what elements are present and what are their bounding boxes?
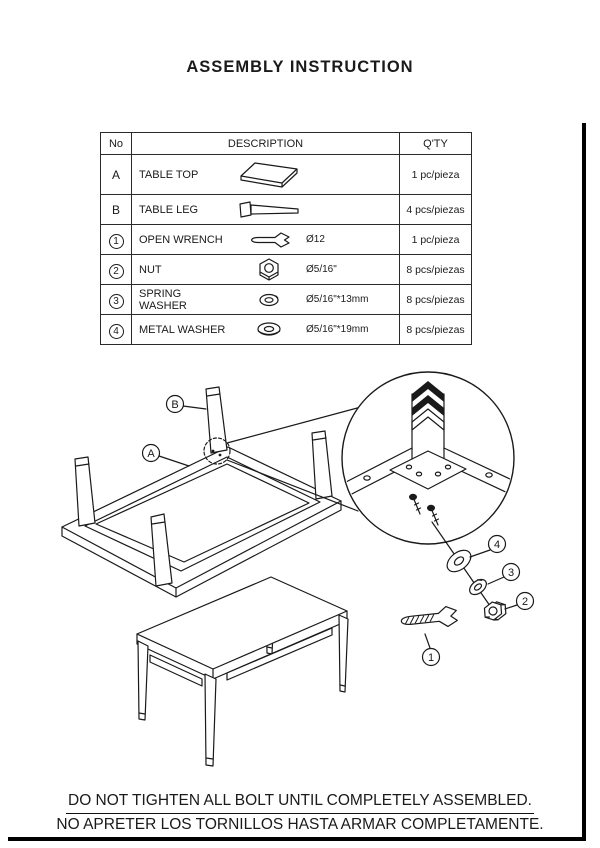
warning-line-es: NO APRETER LOS TORNILLOS HASTA ARMAR COM…	[54, 814, 546, 838]
part-qty: 8 pcs/piezas	[399, 314, 472, 345]
table-leg-icon	[232, 200, 306, 219]
part-name: TABLE TOP	[139, 168, 199, 181]
part-no: 4	[108, 323, 124, 339]
table-row: 4 METAL WASHER Ø5/16"*19mm 8 pcs/piezas	[100, 314, 472, 345]
part-no: B	[111, 202, 120, 217]
part-no: A	[111, 167, 120, 182]
spring-washer-icon	[232, 292, 306, 308]
part-spec: Ø5/16"*13mm	[306, 294, 369, 305]
exploded-table-drawing	[61, 386, 342, 598]
table-leg-callout: B	[165, 394, 207, 414]
column-header-description: DESCRIPTION	[131, 132, 400, 155]
bolt-drawing	[409, 493, 422, 515]
part-qty: 1 pc/pieza	[399, 154, 472, 195]
warning-line-en: DO NOT TIGHTEN ALL BOLT UNTIL COMPLETELY…	[66, 790, 534, 814]
part-no: 1	[108, 233, 124, 249]
open-wrench-icon	[232, 231, 306, 249]
page-title: ASSEMBLY INSTRUCTION	[186, 58, 414, 76]
part-no: 2	[108, 263, 124, 279]
part-spec: Ø5/16"*19mm	[306, 324, 369, 335]
part-qty: 1 pc/pieza	[399, 224, 472, 255]
warning-footer: DO NOT TIGHTEN ALL BOLT UNTIL COMPLETELY…	[0, 790, 600, 838]
metal-washer-callout: 4	[469, 534, 507, 558]
metal-washer-drawing	[446, 549, 472, 573]
callout-label-2: 2	[522, 596, 528, 608]
detail-focus-circle	[203, 437, 231, 465]
callout-label-b: B	[171, 399, 178, 411]
callout-label-a: A	[147, 448, 155, 460]
table-top-callout: A	[141, 443, 190, 467]
table-row: 3 SPRING WASHER Ø5/16"*13mm 8 pcs/piezas	[100, 284, 472, 315]
metal-washer-icon	[232, 321, 306, 339]
assembly-diagram: A B	[61, 371, 535, 767]
wrench-drawing	[400, 605, 458, 628]
part-no: 3	[108, 293, 124, 309]
part-name: METAL WASHER	[139, 323, 226, 336]
part-name: NUT	[139, 263, 162, 276]
part-spec: Ø5/16"	[306, 264, 337, 275]
table-top-icon	[232, 161, 306, 188]
part-name: SPRING WASHER	[139, 287, 187, 312]
table-row: 1 OPEN WRENCH Ø12 1 pc/pieza	[100, 224, 472, 255]
nut-icon	[232, 257, 306, 282]
part-qty: 8 pcs/piezas	[399, 254, 472, 285]
part-spec: Ø12	[306, 234, 325, 245]
part-qty: 4 pcs/piezas	[399, 194, 472, 225]
table-row: 2 NUT Ø5/16" 8 pcs/piezas	[100, 254, 472, 285]
spring-washer-callout: 3	[487, 562, 521, 585]
column-header-qty: Q'TY	[399, 132, 472, 155]
nut-callout: 2	[504, 591, 535, 611]
table-row: A TABLE TOP 1 pc/pieza	[100, 154, 472, 195]
callout-label-4: 4	[494, 539, 500, 551]
bolt-drawing	[427, 504, 440, 526]
part-name: OPEN WRENCH	[139, 233, 223, 246]
callout-label-1: 1	[428, 652, 434, 664]
parts-table: No DESCRIPTION Q'TY A TABLE TOP 1 pc/p	[100, 132, 472, 345]
column-header-no: No	[100, 132, 132, 155]
page-border-right	[582, 123, 586, 841]
page-border-bottom	[8, 837, 586, 841]
parts-table-header-row: No DESCRIPTION Q'TY	[100, 132, 472, 155]
nut-drawing	[483, 601, 507, 621]
assembled-table-drawing	[136, 576, 349, 767]
wrench-callout: 1	[421, 633, 441, 667]
spring-washer-drawing	[469, 578, 487, 596]
part-qty: 8 pcs/piezas	[399, 284, 472, 315]
table-row: B TABLE LEG 4 pcs/piezas	[100, 194, 472, 225]
callout-label-3: 3	[508, 567, 514, 579]
zoom-detail-circle	[341, 371, 515, 545]
part-name: TABLE LEG	[139, 203, 199, 216]
